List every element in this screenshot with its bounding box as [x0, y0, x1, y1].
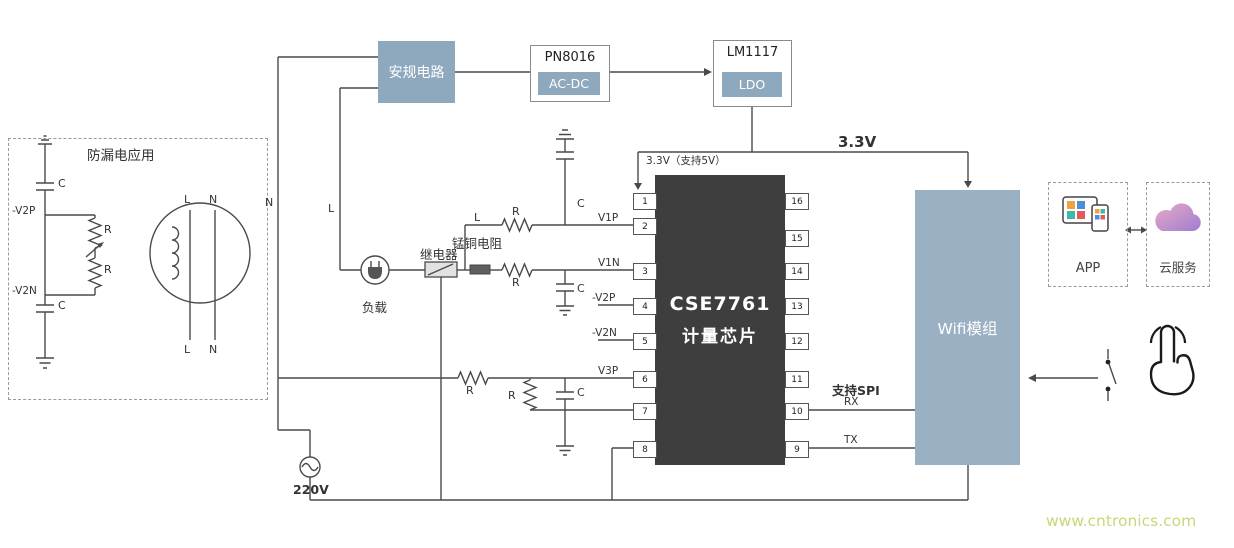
app-devices-icon [1062, 196, 1109, 232]
live-rail-label: L [328, 202, 335, 215]
shunt-label: 锰铜电阻 [452, 236, 503, 251]
rx-label: RX [844, 396, 859, 408]
leak-l-bottom-label: L [184, 343, 191, 356]
chip-pin-4: 4 [633, 298, 657, 315]
chip-pin-14: 14 [785, 263, 809, 280]
r-v3p2-label: R [508, 389, 516, 402]
chip-part-number: CSE7761 [669, 293, 771, 315]
ldo-sub-block: LDO [722, 72, 782, 97]
chip-pin-9: 9 [785, 441, 809, 458]
leak-n-top-label: N [209, 193, 218, 206]
chip-pin-13: 13 [785, 298, 809, 315]
leakage-application-box: 防漏电应用 [8, 138, 268, 400]
v33-label: 3.3V [838, 133, 877, 151]
chip-pin-6: 6 [633, 371, 657, 388]
touch-gesture-icon [1149, 324, 1195, 396]
source-voltage-label: 220V [293, 482, 329, 497]
app-box: APP [1048, 182, 1128, 287]
lm1117-title: LM1117 [726, 45, 779, 60]
chip-subtitle: 计量芯片 [682, 327, 758, 347]
v2n-net-label: -V2N [592, 327, 617, 339]
chip-pin-7: 7 [633, 403, 657, 420]
acdc-sub-block: AC-DC [538, 72, 600, 95]
r-v1n-label: R [512, 276, 520, 289]
v3p-net-label: V3P [598, 365, 619, 377]
cloud-label: 云服务 [1159, 260, 1197, 275]
leak-cap-bottom-label: C [58, 299, 66, 312]
chip-pin-1: 1 [633, 193, 657, 210]
pn8016-title: PN8016 [544, 50, 596, 65]
vcc-note-label: 3.3V（支持5V） [646, 155, 726, 167]
v1p-net-label: V1P [598, 212, 619, 224]
cse7761-chip: CSE7761 计量芯片 [655, 175, 785, 465]
mains-wiring [277, 56, 969, 501]
r-v1p-label: R [512, 205, 520, 218]
chip-pin-12: 12 [785, 333, 809, 350]
tx-label: TX [844, 434, 858, 446]
leak-n-bottom-label: N [209, 343, 218, 356]
leak-v2n-label: -V2N [12, 285, 37, 297]
shunt-resistor-symbol [469, 264, 491, 275]
load-label: 负载 [362, 300, 388, 315]
leakage-box-title: 防漏电应用 [87, 148, 155, 164]
current-transformer-symbol [149, 202, 251, 304]
chip-pin-15: 15 [785, 230, 809, 247]
power-wiring [455, 68, 972, 190]
c-v3p-label: C [577, 386, 585, 399]
leak-r2-label: R [104, 263, 112, 276]
cloud-box: 云服务 [1146, 182, 1210, 287]
spi-support-label: 支持SPI [832, 383, 880, 398]
c-v1n-label: C [577, 282, 585, 295]
chip-pin-5: 5 [633, 333, 657, 350]
leak-r1-label: R [104, 223, 112, 236]
app-label: APP [1075, 261, 1101, 276]
switch-icon [1105, 349, 1117, 401]
live-sense-label: L [474, 211, 481, 224]
leak-cap-top-label: C [58, 177, 66, 190]
v1n-net-label: V1N [598, 257, 620, 269]
neutral-rail-label: N [265, 196, 274, 209]
coil-symbol [171, 226, 180, 280]
r-v3p-label: R [466, 384, 474, 397]
leakage-circuit-symbols [36, 135, 251, 369]
c-v1p-label: C [577, 197, 585, 210]
safety-circuit-block: 安规电路 [378, 41, 455, 103]
leak-l-top-label: L [184, 193, 191, 206]
right-icons [1028, 196, 1201, 401]
watermark: www.cntronics.com [1046, 512, 1197, 530]
chip-pin-10: 10 [785, 403, 809, 420]
leak-v2p-label: -V2P [12, 205, 36, 217]
chip-pin-2: 2 [633, 218, 657, 235]
pn8016-block: PN8016 AC-DC [530, 45, 610, 102]
cloud-icon [1155, 203, 1201, 232]
lm1117-block: LM1117 LDO [713, 40, 792, 107]
wifi-module-block: Wifi模组 [915, 190, 1020, 465]
chip-pin-3: 3 [633, 263, 657, 280]
v2p-net-label: -V2P [592, 292, 616, 304]
plug-icon [368, 267, 382, 279]
spi-wiring [807, 409, 915, 449]
chip-pin-16: 16 [785, 193, 809, 210]
sense-network [278, 129, 633, 456]
chip-pin-11: 11 [785, 371, 809, 388]
chip-pin-8: 8 [633, 441, 657, 458]
relay-label: 继电器 [420, 247, 458, 262]
